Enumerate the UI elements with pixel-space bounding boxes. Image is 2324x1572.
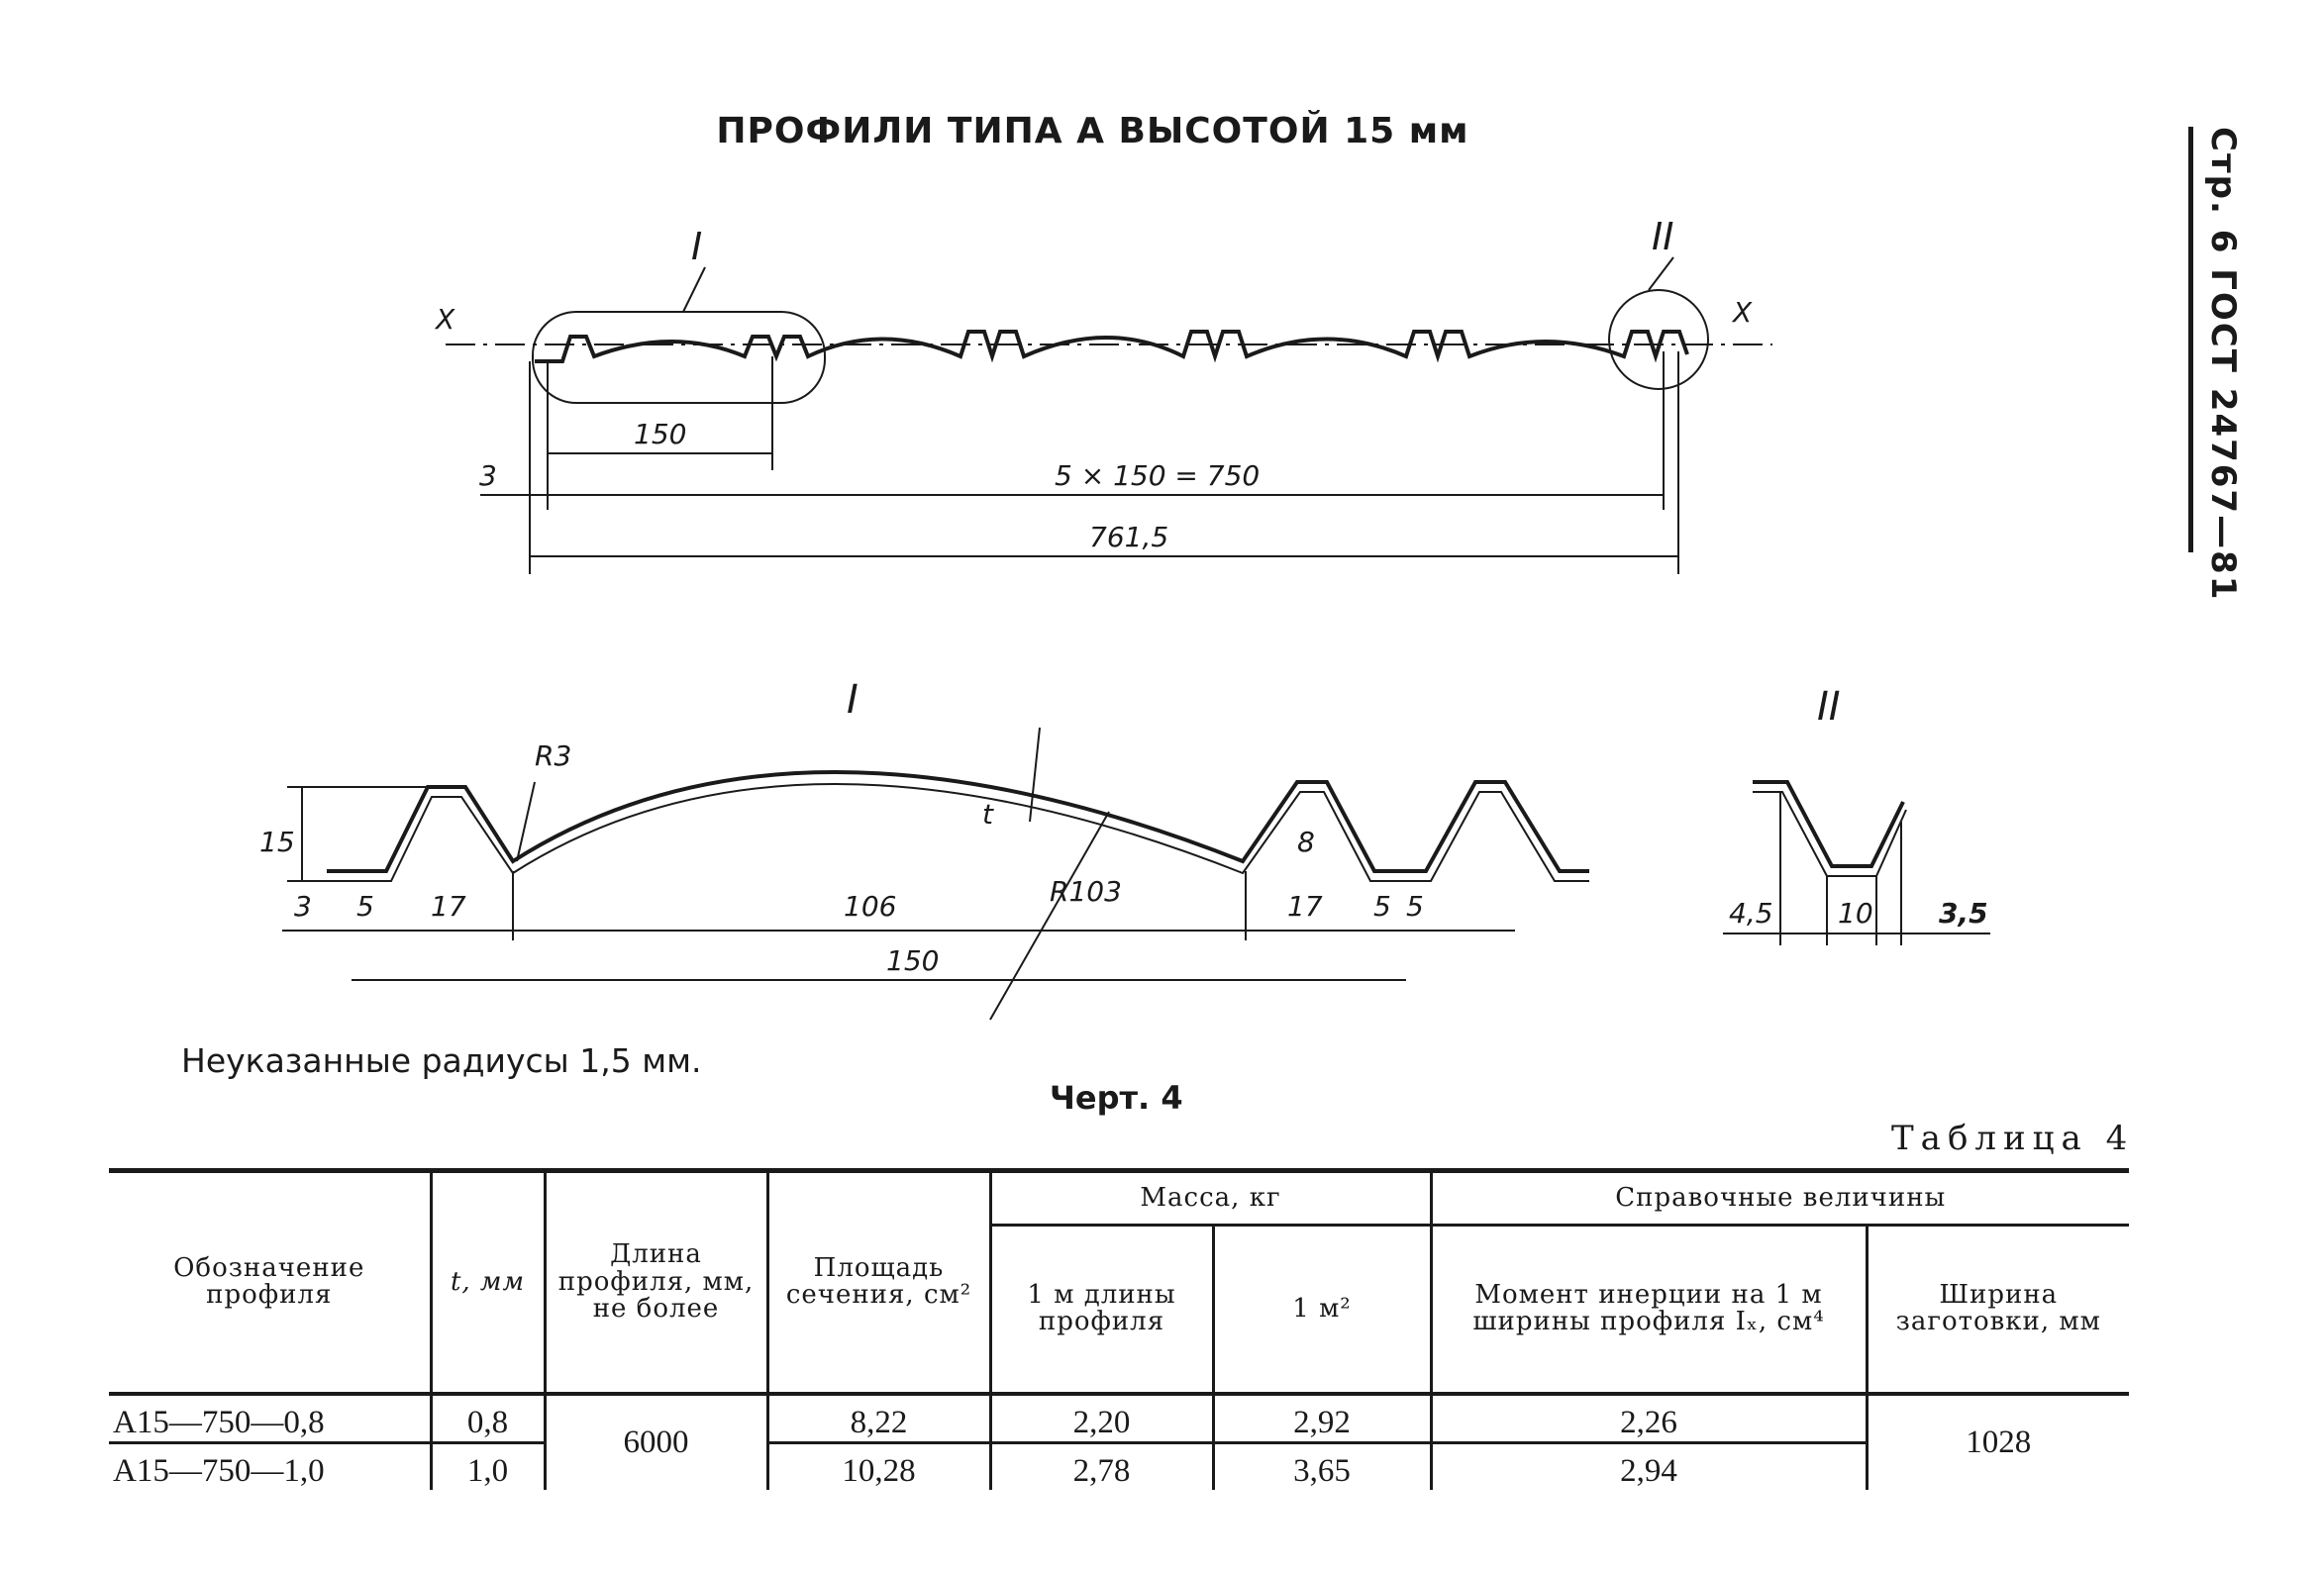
dim-t-label: t bbox=[982, 798, 994, 831]
detail-II-marker: II bbox=[1652, 215, 1673, 258]
axis-x-right-label: X bbox=[1731, 296, 1753, 329]
dim-761-5-label: 761,5 bbox=[1089, 521, 1168, 553]
dim-150-label: 150 bbox=[634, 418, 686, 450]
table-row: А15—750—1,0 1,0 10,28 2,78 3,65 2,94 bbox=[109, 1442, 2129, 1490]
dim-17b-label: 17 bbox=[1287, 890, 1323, 923]
dim-5b-label: 5 bbox=[1373, 890, 1391, 923]
dim-3-label: 3 bbox=[479, 459, 497, 492]
dim-3-detail-label: 3 bbox=[294, 890, 312, 923]
dim-r103-label: R103 bbox=[1050, 875, 1122, 908]
row-t: 1,0 bbox=[429, 1442, 545, 1490]
table-row: А15—750—0,8 0,8 6000 8,22 2,20 2,92 2,26… bbox=[109, 1393, 2129, 1490]
shared-blank-width: 1028 bbox=[1865, 1393, 2129, 1490]
dim-750-label: 5 × 150 = 750 bbox=[1055, 459, 1260, 492]
detail-II-profile bbox=[1753, 780, 1905, 868]
shared-length: 6000 bbox=[543, 1393, 767, 1490]
dim-5a-label: 5 bbox=[356, 890, 374, 923]
detail-I-profile bbox=[327, 770, 1589, 873]
header-mass-1m2: 1 м² bbox=[1211, 1224, 1431, 1396]
dim-8-label: 8 bbox=[1297, 826, 1315, 858]
detail-I-marker: I bbox=[691, 225, 702, 268]
profile-table: Обозначение профиля t, мм Длина профиля,… bbox=[109, 1168, 2129, 1490]
detail-I-frame bbox=[532, 311, 826, 404]
unspecified-radii-note: Неуказанные радиусы 1,5 мм. bbox=[181, 1041, 702, 1080]
header-designation: Обозначение профиля bbox=[109, 1168, 431, 1396]
row-designation: А15—750—1,0 bbox=[113, 1452, 325, 1489]
row-mass-1m2: 3,65 bbox=[1211, 1442, 1431, 1490]
row-designation: А15—750—0,8 bbox=[109, 1393, 431, 1444]
row-area: 10,28 bbox=[765, 1442, 990, 1490]
row-area: 8,22 bbox=[765, 1393, 990, 1444]
axis-x-left-label: X bbox=[434, 303, 455, 336]
side-page-label-text: Стр. 6 ГОСТ 24767—81 bbox=[2203, 127, 2243, 602]
dim-10-label: 10 bbox=[1838, 897, 1873, 930]
dim-3-5-label: 3,5 bbox=[1939, 897, 1988, 930]
dim-4-5-label: 4,5 bbox=[1729, 897, 1773, 930]
figure-caption: Черт. 4 bbox=[1050, 1079, 1183, 1117]
table-title: Таблица 4 bbox=[1891, 1119, 2135, 1158]
detail-II-circle bbox=[1608, 289, 1709, 390]
header-area: Площадь сечения, см² bbox=[765, 1168, 990, 1396]
row-t: 0,8 bbox=[429, 1393, 545, 1444]
row-mass-1m2: 2,92 bbox=[1211, 1393, 1431, 1444]
dim-h15-label: 15 bbox=[259, 826, 295, 858]
header-mass-group: Масса, кг bbox=[988, 1168, 1431, 1226]
detail-I-title: I bbox=[847, 677, 859, 723]
dim-5c-label: 5 bbox=[1406, 890, 1424, 923]
header-mass-1m: 1 м длины профиля bbox=[988, 1224, 1213, 1396]
row-mass-1m: 2,20 bbox=[988, 1393, 1213, 1444]
header-blank-width: Ширина заготовки, мм bbox=[1865, 1224, 2129, 1396]
header-length: Длина профиля, мм, не более bbox=[543, 1168, 767, 1396]
dim-106-label: 106 bbox=[844, 890, 896, 923]
row-mass-1m: 2,78 bbox=[988, 1442, 1213, 1490]
header-inertia: Момент инерции на 1 м ширины профиля Iₓ,… bbox=[1429, 1224, 1867, 1396]
profile-line bbox=[535, 330, 1689, 363]
dim-150-detail-label: 150 bbox=[886, 944, 939, 977]
header-t: t, мм bbox=[429, 1168, 545, 1396]
page-title: ПРОФИЛИ ТИПА А ВЫСОТОЙ 15 мм bbox=[716, 111, 1469, 151]
row-inertia: 2,26 bbox=[1429, 1393, 1867, 1444]
detail-II-title: II bbox=[1817, 684, 1841, 730]
dim-17a-label: 17 bbox=[431, 890, 466, 923]
header-ref-group: Справочные величины bbox=[1429, 1168, 2129, 1226]
side-page-label: Стр. 6 ГОСТ 24767—81 bbox=[2188, 127, 2253, 601]
row-inertia: 2,94 bbox=[1429, 1442, 1867, 1490]
dim-r3-label: R3 bbox=[535, 739, 571, 772]
